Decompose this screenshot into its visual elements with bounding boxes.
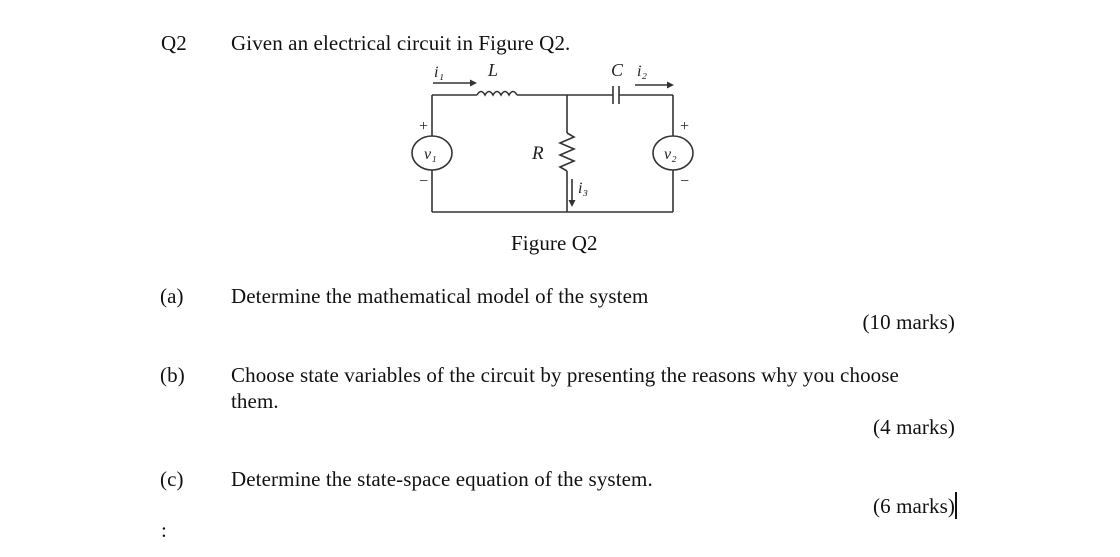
label-i1: i₁ bbox=[434, 64, 444, 81]
part-b-label: (b) bbox=[160, 363, 185, 387]
label-v1-minus: − bbox=[418, 173, 429, 190]
part-c-label: (c) bbox=[160, 467, 184, 491]
resistor-symbol bbox=[557, 132, 577, 172]
part-a-label: (a) bbox=[160, 284, 184, 308]
footer-mark: : bbox=[161, 518, 167, 542]
part-b-marks: (4 marks) bbox=[873, 415, 955, 439]
label-v1-plus: + bbox=[418, 118, 429, 135]
part-b-text: Choose state variables of the circuit by… bbox=[231, 363, 899, 387]
label-v1: v₁ bbox=[424, 146, 437, 163]
v2-source bbox=[652, 135, 694, 171]
part-b-text-line2: them. bbox=[231, 389, 279, 413]
label-v2-plus: + bbox=[679, 118, 690, 135]
label-C: C bbox=[611, 60, 624, 80]
i2-arrowhead bbox=[667, 81, 674, 89]
label-i3: i₃ bbox=[578, 180, 588, 197]
label-i2: i₂ bbox=[637, 63, 647, 80]
inductor-symbol bbox=[476, 90, 518, 97]
label-v2-minus: − bbox=[679, 173, 690, 190]
label-v2: v₂ bbox=[664, 146, 677, 163]
part-c-text: Determine the state-space equation of th… bbox=[231, 467, 653, 491]
i1-arrowhead bbox=[470, 79, 477, 87]
text-cursor bbox=[955, 492, 957, 519]
question-prompt: Given an electrical circuit in Figure Q2… bbox=[231, 31, 571, 55]
question-number: Q2 bbox=[161, 31, 187, 55]
figure-caption: Figure Q2 bbox=[511, 231, 598, 255]
part-a-marks: (10 marks) bbox=[862, 310, 955, 334]
part-c-marks: (6 marks) bbox=[873, 494, 955, 518]
part-a-text: Determine the mathematical model of the … bbox=[231, 284, 649, 308]
v1-source bbox=[411, 135, 453, 171]
circuit-diagram: i₁ L C i₂ v₁ v₂ R i₃ + − + − bbox=[411, 60, 694, 213]
label-R: R bbox=[531, 143, 544, 164]
i3-arrowhead bbox=[568, 200, 576, 207]
label-L: L bbox=[487, 60, 498, 80]
